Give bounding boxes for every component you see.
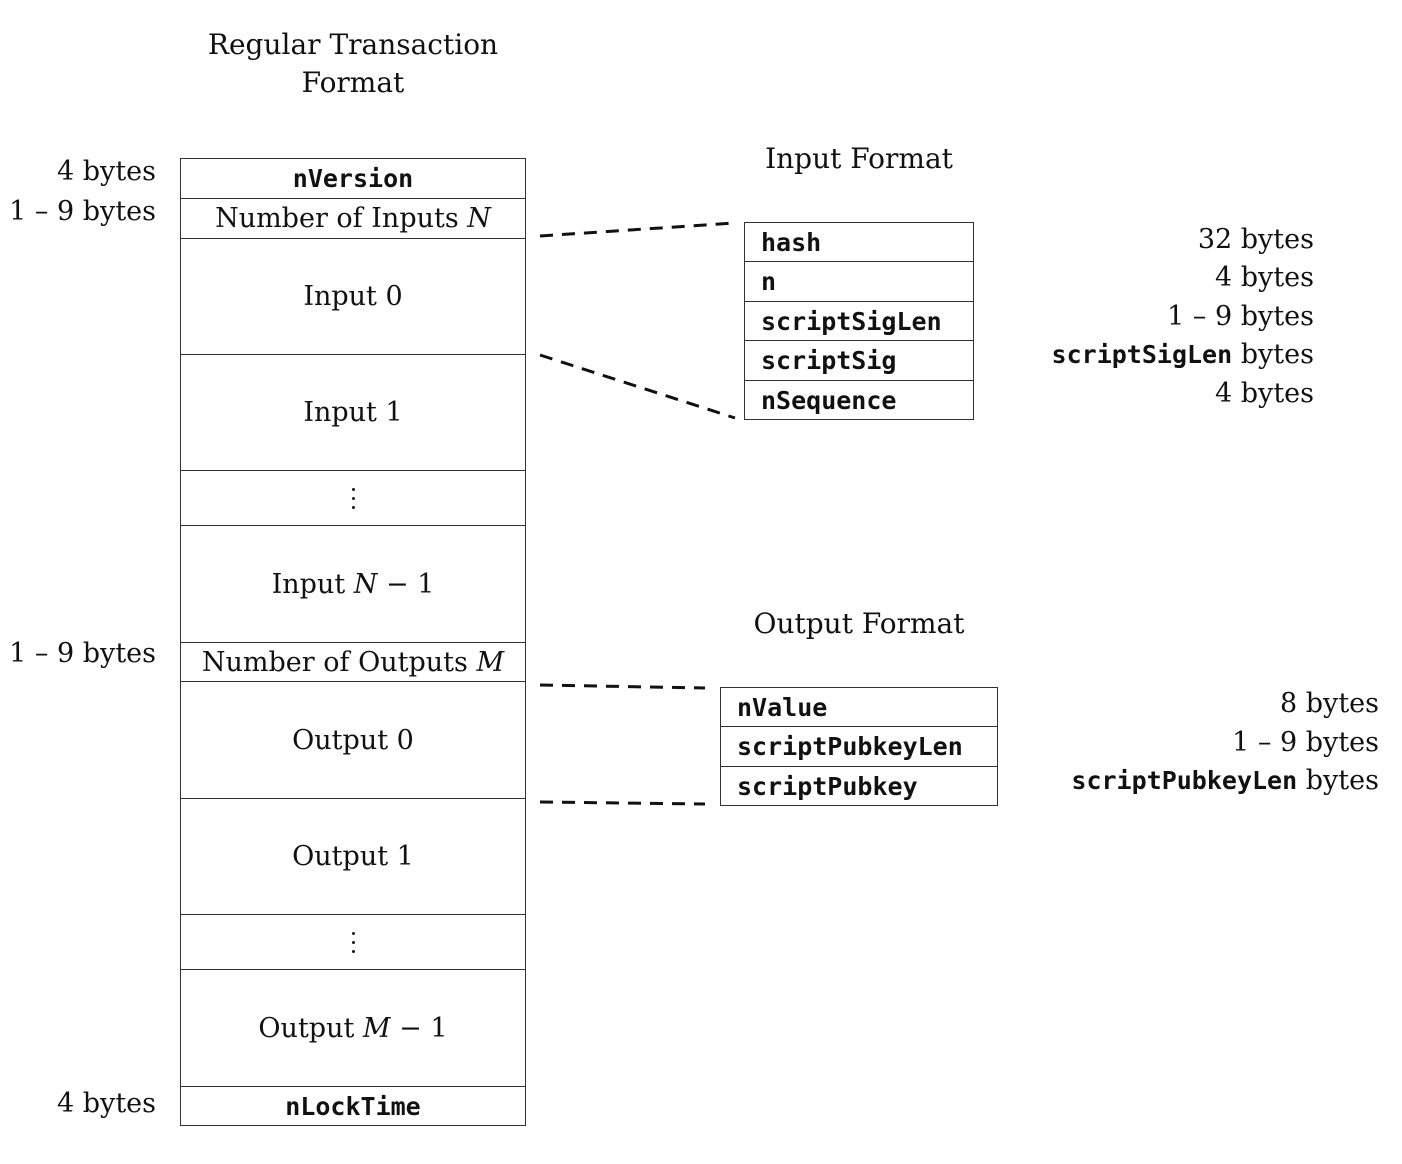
input-connector-bottom — [539, 353, 736, 420]
field-name: scriptSigLen — [761, 306, 942, 336]
field-name: hash — [761, 227, 822, 257]
num-outputs-var: M — [476, 646, 505, 678]
vertical-ellipsis-icon — [351, 487, 355, 509]
input-field-nsequence: nSequence — [744, 380, 974, 420]
output-format-title: Output Format — [753, 607, 965, 640]
field-name: scriptPubkeyLen — [737, 732, 963, 761]
nversion-label: nVersion — [292, 164, 414, 193]
size-mono: scriptPubkeyLen — [1071, 766, 1298, 795]
input-field-scriptsig: scriptSig — [744, 340, 974, 381]
input-format-title: Input Format — [765, 142, 953, 175]
nlocktime-cell: nLockTime — [180, 1086, 526, 1126]
num-inputs-label: Number of Inputs — [215, 203, 459, 234]
title-line-2: Format — [301, 66, 405, 99]
field-name: scriptSig — [761, 346, 897, 375]
field-name: n — [761, 267, 777, 296]
output-connector-bottom — [539, 800, 706, 806]
input-0-label: Input 0 — [303, 281, 403, 312]
num-outputs-size: 1 – 9 bytes — [9, 638, 156, 669]
output-field-scriptpubkeylen: scriptPubkeyLen — [720, 726, 998, 767]
size-unit: bytes — [1305, 765, 1379, 796]
transaction-format-title: Regular Transaction Format — [180, 26, 526, 102]
num-outputs-cell: Number of Outputs M — [180, 642, 526, 682]
input-last-suffix: − 1 — [386, 568, 435, 600]
output-0-cell: Output 0 — [180, 681, 526, 799]
input-1-label: Input 1 — [303, 397, 403, 428]
output-field-scriptpubkey: scriptPubkey — [720, 766, 998, 806]
output-connector-top — [539, 683, 706, 690]
size-unit: bytes — [1240, 339, 1314, 370]
scriptsiglen-size: 1 – 9 bytes — [1167, 301, 1314, 332]
num-inputs-cell: Number of Inputs N — [180, 198, 526, 239]
output-0-label: Output 0 — [292, 724, 414, 756]
size-mono: scriptSigLen — [1051, 340, 1233, 369]
field-name: scriptPubkey — [737, 771, 918, 801]
nsequence-size: 4 bytes — [1215, 378, 1314, 409]
output-field-nvalue: nValue — [720, 687, 998, 727]
input-field-n: n — [744, 261, 974, 302]
nvalue-size: 8 bytes — [1280, 688, 1379, 719]
inputs-ellipsis-cell — [180, 470, 526, 526]
outputs-ellipsis-cell — [180, 914, 526, 970]
input-last-label: Input — [271, 568, 346, 600]
input-field-scriptsiglen: scriptSigLen — [744, 301, 974, 341]
output-last-cell: Output M − 1 — [180, 969, 526, 1087]
output-1-cell: Output 1 — [180, 798, 526, 915]
field-name: nValue — [737, 692, 828, 722]
output-last-suffix: − 1 — [399, 1012, 448, 1044]
hash-size: 32 bytes — [1197, 224, 1314, 255]
output-last-label: Output — [258, 1012, 355, 1044]
title-line-1: Regular Transaction — [207, 28, 499, 61]
vertical-ellipsis-icon — [351, 931, 355, 953]
scriptpubkeylen-size: 1 – 9 bytes — [1232, 727, 1379, 758]
n-size: 4 bytes — [1215, 262, 1314, 293]
input-field-hash: hash — [744, 222, 974, 262]
nlocktime-label: nLockTime — [285, 1091, 421, 1121]
input-last-cell: Input N − 1 — [180, 525, 526, 643]
num-inputs-size: 1 – 9 bytes — [9, 196, 156, 227]
input-connector-top — [539, 221, 736, 238]
input-0-cell: Input 0 — [180, 238, 526, 355]
field-name: nSequence — [761, 385, 897, 415]
output-last-var: M — [362, 1012, 391, 1044]
nversion-cell: nVersion — [180, 158, 526, 199]
scriptsig-size: scriptSigLen bytes — [1052, 339, 1314, 370]
num-inputs-var: N — [467, 203, 491, 234]
output-1-label: Output 1 — [292, 841, 414, 872]
nlocktime-size: 4 bytes — [57, 1088, 156, 1119]
input-last-var: N — [353, 568, 378, 600]
scriptpubkey-size: scriptPubkeyLen bytes — [1071, 765, 1379, 796]
input-1-cell: Input 1 — [180, 354, 526, 471]
nversion-size: 4 bytes — [57, 156, 156, 187]
num-outputs-label: Number of Outputs — [201, 646, 468, 678]
